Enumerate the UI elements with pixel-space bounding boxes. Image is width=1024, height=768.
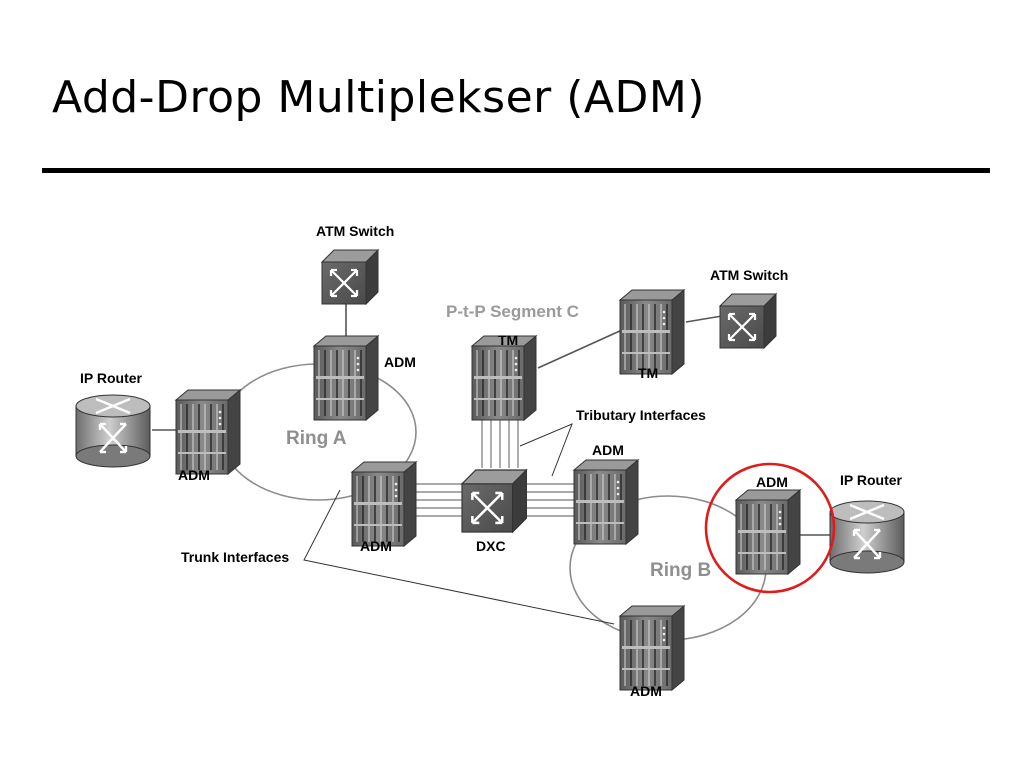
router-right-icon: [828, 499, 906, 575]
adm-left-icon: [175, 389, 241, 475]
router-left-icon: [74, 393, 152, 469]
segment-label: P-t-P Segment C: [446, 302, 579, 321]
tributary-callout: [519, 423, 573, 477]
tributary-bundle: [481, 420, 519, 468]
trunk-bundle-right: [526, 483, 576, 517]
dxc-icon: [460, 468, 528, 534]
atm-switch-top-icon: [320, 248, 380, 306]
ip-router-left-label: IP Router: [80, 370, 143, 386]
adm-top-icon: [313, 335, 379, 421]
dxc-label: DXC: [476, 538, 506, 554]
ip-router-right-label: IP Router: [840, 472, 903, 488]
adm-center-label: ADM: [360, 538, 392, 554]
adm-highlighted-label: ADM: [756, 474, 788, 490]
atm-switch-right-label: ATM Switch: [710, 267, 788, 283]
adm-bottom-icon: [619, 605, 685, 691]
trunk-interfaces-label: Trunk Interfaces: [181, 549, 289, 565]
title-divider: [42, 168, 990, 173]
trunk-bundle-left: [416, 483, 462, 517]
ring-a-label: Ring A: [286, 428, 347, 449]
adm-center-icon: [351, 461, 417, 547]
trunk-callout: [303, 489, 615, 625]
callout-lines: [303, 423, 615, 625]
link-tm-left-tm-right: [537, 329, 623, 369]
highlight-circle: [704, 462, 836, 594]
atm-switch-right-icon: [718, 292, 778, 350]
tributary-interfaces-label: Tributary Interfaces: [576, 407, 706, 423]
adm-ringb-top-icon: [573, 459, 639, 545]
ring-b-label: Ring B: [650, 560, 711, 581]
adm-ringb-top-label: ADM: [592, 442, 624, 458]
tm-left-label: TM: [498, 332, 518, 348]
tm-right-icon: [619, 289, 685, 375]
tm-right-label: TM: [638, 365, 658, 381]
adm-highlighted-icon: [735, 489, 801, 575]
tm-left-icon: [471, 335, 537, 421]
adm-top-label: ADM: [384, 354, 416, 370]
slide-title: Add-Drop Multiplekser (ADM): [52, 72, 706, 123]
adm-left-label: ADM: [178, 467, 210, 483]
link-tm-right-atm-right: [685, 315, 723, 323]
adm-bottom-label: ADM: [630, 683, 662, 699]
atm-switch-top-label: ATM Switch: [316, 223, 394, 239]
